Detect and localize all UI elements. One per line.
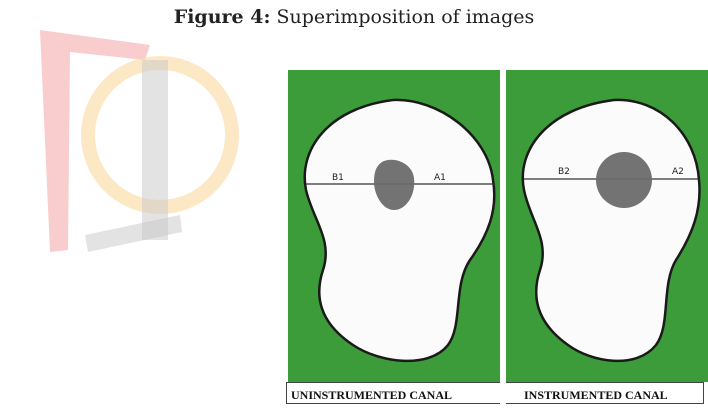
label-uninstrumented: UNINSTRUMENTED CANAL [291, 388, 452, 403]
marker-b1: B1 [332, 173, 344, 183]
marker-a2: A2 [672, 167, 684, 177]
caption-text: Superimposition of images [277, 6, 535, 28]
panel-divider [500, 70, 506, 404]
caption-label: Figure 4: [174, 6, 271, 28]
figure-caption: Figure 4: Superimposition of images [0, 6, 708, 28]
label-instrumented: INSTRUMENTED CANAL [524, 388, 668, 403]
canal-shape [596, 152, 652, 208]
watermark-logo [0, 0, 280, 270]
marker-b2: B2 [558, 167, 570, 177]
panel-instrumented: B2 A2 [506, 70, 708, 382]
panel-uninstrumented: B1 A1 [288, 70, 500, 382]
root-outline [523, 100, 700, 361]
root-outline [305, 100, 495, 361]
marker-a1: A1 [434, 173, 446, 183]
